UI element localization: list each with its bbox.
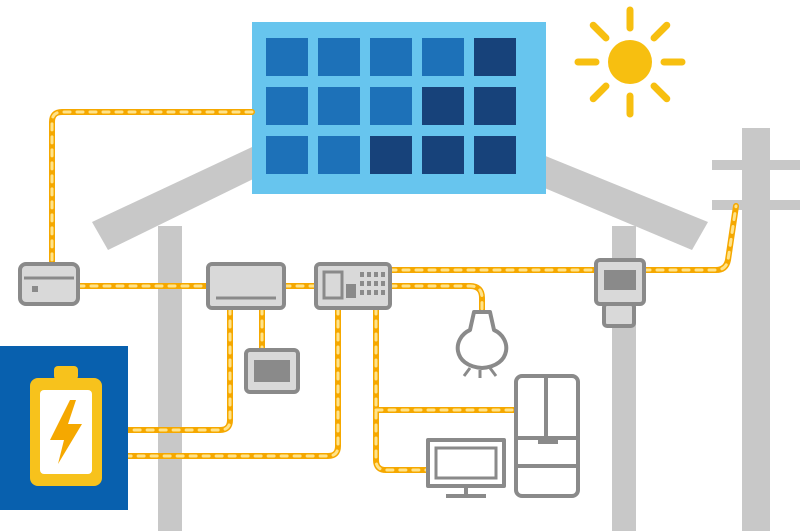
- solar-cell: [266, 87, 308, 125]
- solar-cell: [474, 136, 516, 174]
- keypad-dot: [360, 281, 364, 286]
- sun-ray: [650, 21, 671, 42]
- keypad-dot: [374, 290, 378, 295]
- solar-cell: [474, 38, 516, 76]
- keypad-dot: [360, 272, 364, 277]
- solar-cell: [318, 87, 360, 125]
- keypad-dot: [374, 281, 378, 286]
- smart-meter-icon: [594, 258, 646, 328]
- keypad-dot: [374, 272, 378, 277]
- light-bulb-icon: [455, 310, 509, 378]
- sun-icon: [574, 6, 686, 118]
- keypad-dot: [360, 290, 364, 295]
- battery-storage-icon: [0, 346, 128, 531]
- wiring: [49, 109, 739, 473]
- refrigerator-icon: [514, 374, 580, 498]
- smart-controller-icon: [314, 262, 392, 310]
- solar-panel-cells: [266, 38, 516, 174]
- solar-cell: [318, 38, 360, 76]
- solar-cell: [370, 136, 412, 174]
- keypad-dot: [367, 290, 371, 295]
- house-wall-left: [158, 226, 182, 531]
- keypad-dot: [381, 272, 385, 277]
- solar-cell: [370, 87, 412, 125]
- solar-cell: [422, 38, 464, 76]
- solar-cell: [422, 136, 464, 174]
- sun-rays: [574, 6, 686, 118]
- solar-cell: [422, 87, 464, 125]
- keypad-dot: [367, 272, 371, 277]
- television-icon: [426, 438, 506, 498]
- solar-cell: [318, 136, 360, 174]
- keypad-dot: [381, 281, 385, 286]
- lightning-bolt-icon: [50, 400, 82, 464]
- solar-cell: [474, 87, 516, 125]
- keypad-dot: [367, 281, 371, 286]
- solar-cell: [266, 38, 308, 76]
- utility-pole-icon: [712, 128, 800, 531]
- sun-ray: [589, 21, 610, 42]
- sun-ray: [650, 82, 671, 103]
- keypad-dot: [381, 290, 385, 295]
- solar-panel-icon: [252, 22, 546, 194]
- solar-cell: [266, 136, 308, 174]
- solar-cell: [370, 38, 412, 76]
- power-conditioner-icon: [18, 262, 80, 306]
- keypad-dots: [360, 272, 385, 295]
- distribution-board-icon: [206, 262, 286, 310]
- sun-ray: [589, 82, 610, 103]
- monitor-display-icon: [244, 348, 300, 394]
